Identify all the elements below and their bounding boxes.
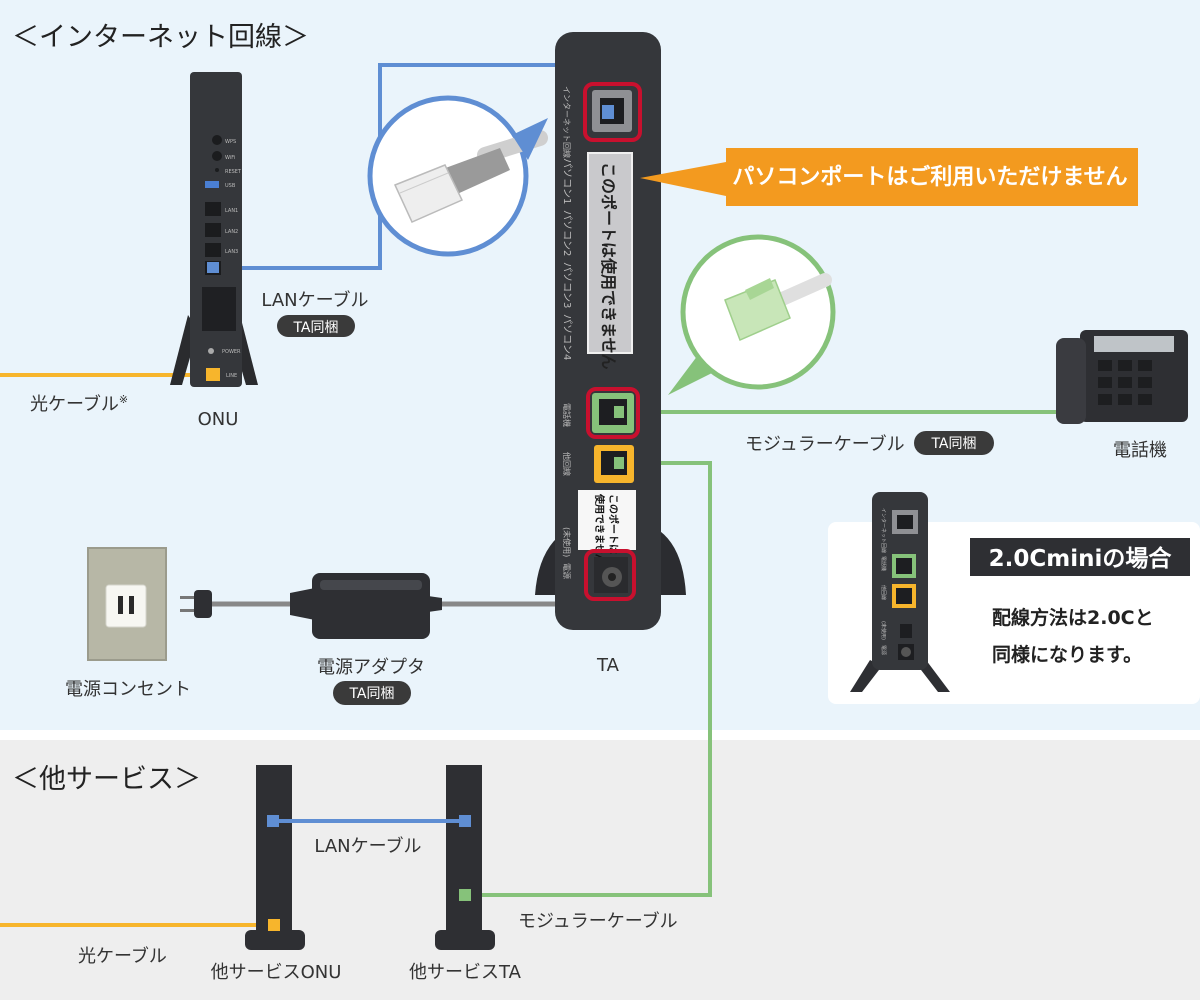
onu-lan-plug (207, 262, 219, 273)
other-onu-label: 他サービスONU (211, 962, 342, 983)
other-ta-label: 他サービスTA (409, 962, 522, 983)
power-adapter-bundled-badge (333, 681, 411, 705)
onu-port-lan3: LAN3 (225, 249, 238, 255)
mini-port-label-internet: インターネット回線 (880, 508, 887, 553)
onu-port-lan1: LAN1 (225, 208, 238, 214)
onu-label: ONU (198, 409, 239, 430)
other-ta-device (435, 765, 495, 950)
power-outlet-label: 電源コンセント (65, 679, 191, 700)
ta-port-label-unused: (未使用) (562, 527, 572, 557)
ta-internet-lan-plug (602, 105, 614, 119)
modular-connector-zoom (680, 234, 836, 390)
line-port-cable (470, 461, 712, 897)
lan-cable-bundled-badge (277, 315, 355, 337)
modular-cable-bundled-badge (914, 431, 994, 455)
onu-port-wifi: WiFi (225, 155, 235, 161)
ta-internet-port-highlight (583, 82, 642, 142)
other-onu-lan-port (267, 815, 279, 827)
phone-label: 電話機 (1113, 440, 1167, 461)
pc-port-callout (726, 148, 1138, 206)
ta-unavailable-sticker-text: このポートは使用できません (599, 162, 618, 370)
other-modular-cable-label: モジュラーケーブル (518, 910, 678, 932)
power-outlet (87, 547, 167, 661)
lan-zoom-pointer (512, 118, 548, 160)
mini-port-label-unused: (未使用) (880, 621, 887, 640)
ta-port-label-line: 他回線 (562, 452, 572, 476)
mini-port-label-phone: 電話機 (880, 556, 887, 571)
ta-small-sticker-line1: このポートは (607, 494, 620, 554)
ta-port-label-pc2: パソコン2 (561, 210, 573, 256)
mini-port-label-line: 他回線 (880, 585, 887, 600)
other-lan-cable-label: LANケーブル (314, 835, 421, 857)
lan-connector-zoom (367, 95, 548, 257)
other-ta-lan-port (459, 815, 471, 827)
mini-info-box: インターネット回線 電話機 他回線 (未使用) 電源 (828, 492, 1200, 704)
ta-port-label-pc4: パソコン4 (561, 314, 573, 360)
onu-port-wps: WPS (225, 139, 236, 145)
other-onu-optical-port (268, 919, 280, 931)
power-plug (180, 590, 212, 618)
onu-port-power: POWER (222, 349, 241, 355)
lan-cable-bundled-text: TA同梱 (292, 320, 338, 336)
mini-desc-line2: 同様になります。 (992, 643, 1142, 666)
ta-small-unavailable-sticker (578, 490, 636, 550)
ta-unavailable-sticker (587, 152, 633, 354)
modular-cable-bundled-text: TA同梱 (930, 436, 976, 452)
other-onu-device (245, 765, 305, 950)
optical-cable-label: 光ケーブル※ (30, 393, 128, 415)
ta-device: インターネット回線 パソコン1 パソコン2 パソコン3 パソコン4 電話機 他回… (535, 32, 686, 630)
onu-optical-plug (206, 368, 220, 381)
pc-port-callout-text: パソコンポートはご利用いただけません (732, 164, 1127, 190)
mini-title: 2.0Cminiの場合 (989, 545, 1173, 572)
ta-port-label-pc1: パソコン1 (561, 158, 573, 204)
onu-port-lan2: LAN2 (225, 229, 238, 235)
onu-port-usb: USB (225, 183, 236, 189)
modular-zoom-pointer (668, 355, 714, 395)
ta-phone-port-highlight (586, 387, 640, 439)
other-section-background (0, 740, 1200, 1000)
onu-device: WPS WiFi RESET USB LAN1 LAN2 LAN3 POWER … (170, 72, 258, 387)
mini-port-label-power: 電源 (880, 645, 887, 655)
power-adapter-label: 電源アダプタ (317, 657, 425, 678)
other-section-title: ＜他サービス＞ (12, 764, 201, 795)
ta-port-label-power: 電源 (562, 563, 571, 579)
power-adapter-bundled-text: TA同梱 (348, 686, 394, 702)
ta-port-label-pc3: パソコン3 (561, 262, 573, 308)
onu-port-line: LINE (226, 373, 237, 379)
ta-small-sticker-line2: 使用できません (593, 493, 606, 564)
ta-label: TA (596, 655, 620, 676)
mini-desc-line1: 配線方法は2.0Cと (992, 606, 1154, 629)
ta-port-label-internet: インターネット回線 (562, 86, 572, 158)
lan-cable-label: LANケーブル (261, 289, 368, 311)
callout-pointer (640, 162, 726, 196)
other-optical-cable-label: 光ケーブル (78, 945, 167, 967)
mini-title-bar (970, 538, 1190, 576)
modular-cable-label: モジュラーケーブル (745, 433, 905, 455)
onu-port-reset: RESET (225, 169, 242, 175)
other-ta-modular-port (459, 889, 471, 901)
ta-port-label-phone: 電話機 (562, 403, 572, 427)
power-adapter (290, 573, 442, 639)
ta-power-port-highlight (584, 549, 636, 601)
internet-section-title: ＜インターネット回線＞ (12, 22, 309, 53)
ta-phone-modular-plug (614, 406, 624, 418)
telephone (1056, 330, 1188, 424)
